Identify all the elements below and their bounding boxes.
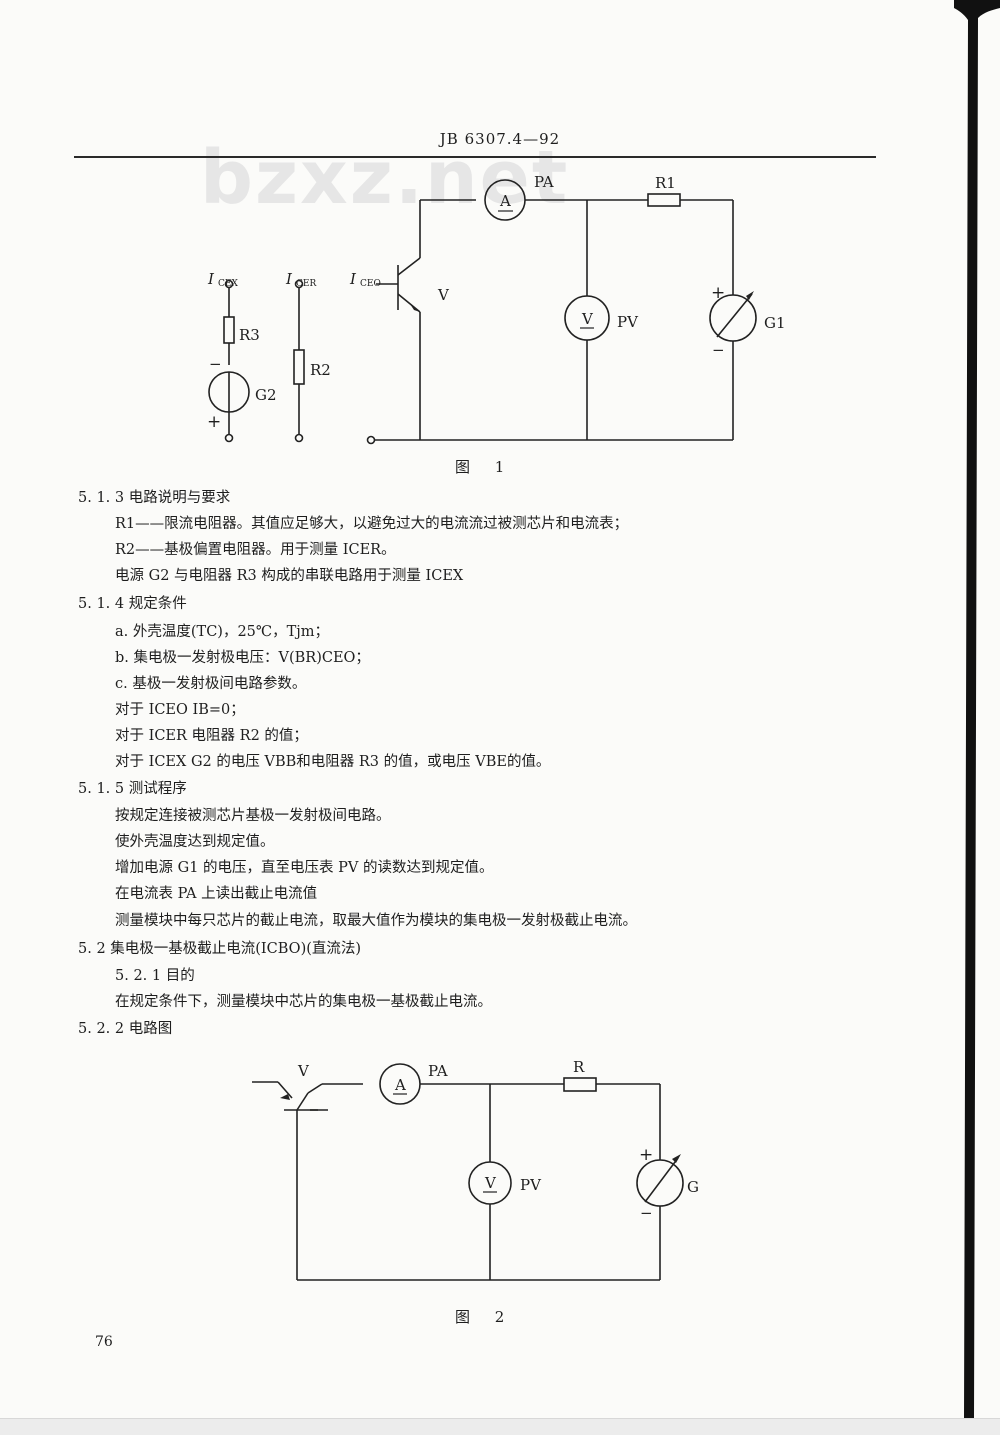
icer-subscript: CER [296, 279, 316, 289]
icex-subscript: CEX [218, 279, 238, 289]
figure-1-circuit: I CEX I CER I CEO R3 − G2 + R2 V A PA R1… [207, 173, 786, 445]
condition-item: c. 基极一发射极间电路参数。 [115, 676, 307, 692]
section-5-1-4-heading: 5. 1. 4 规定条件 [78, 596, 187, 612]
iceo-label: I [349, 270, 357, 288]
g2-label: G2 [255, 386, 277, 404]
procedure-step: 在电流表 PA 上读出截止电流值 [115, 886, 318, 902]
figure-2-circuit: V A PA R V PV + − G [252, 1058, 699, 1281]
section-5-1-3-line: 电源 G2 与电阻器 R3 构成的串联电路用于测量 ICEX [115, 568, 464, 584]
figure-2-caption: 图 2 [455, 1308, 515, 1326]
transistor-v-label: V [297, 1062, 310, 1080]
g1-plus-sign: + [711, 283, 725, 303]
section-5-1-3-heading: 5. 1. 3 电路说明与要求 [78, 490, 231, 506]
transistor-v-label: V [437, 286, 450, 304]
procedure-step: 使外壳温度达到规定值。 [115, 834, 275, 850]
viewer-bottom-bar [0, 1418, 1000, 1435]
section-5-2-heading: 5. 2 集电极一基极截止电流(ICBO)(直流法) [78, 941, 362, 957]
pa-label: PA [534, 173, 554, 191]
page-number: 76 [95, 1334, 113, 1350]
r-label: R [573, 1058, 585, 1076]
pv-label: PV [520, 1176, 542, 1194]
g-label: G [687, 1178, 699, 1196]
g2-minus-sign: − [209, 355, 222, 373]
g-minus-sign: − [640, 1204, 653, 1222]
standard-code-header: JB 6307.4—92 [439, 130, 561, 148]
g2-plus-sign: + [207, 412, 221, 432]
pv-label: PV [617, 313, 639, 331]
pa-label: PA [428, 1062, 448, 1080]
r2-label: R2 [310, 361, 331, 379]
ammeter-a-symbol: A [499, 192, 511, 210]
icer-label: I [285, 270, 293, 288]
section-5-2-1-text: 在规定条件下，测量模块中芯片的集电极一基极截止电流。 [115, 994, 492, 1010]
section-5-1-3-line: R2——基极偏置电阻器。用于测量 ICER。 [115, 542, 396, 558]
figure-1-caption: 图 1 [455, 458, 515, 476]
header-rule [74, 156, 876, 158]
binder-edge [954, 0, 1000, 1420]
g1-minus-sign: − [712, 341, 725, 359]
icex-label: I [207, 270, 215, 288]
section-5-1-5-heading: 5. 1. 5 测试程序 [78, 781, 187, 797]
section-5-1-3-line: R1——限流电阻器。其值应足够大，以避免过大的电流流过被测芯片和电流表； [115, 516, 629, 532]
condition-row: 对于 ICEX G2 的电压 VBB和电阻器 R3 的值，或电压 VBE的值。 [115, 754, 551, 770]
r1-label: R1 [655, 174, 676, 192]
procedure-step: 增加电源 G1 的电压，直至电压表 PV 的读数达到规定值。 [115, 860, 494, 876]
r3-label: R3 [239, 326, 260, 344]
voltmeter-v-symbol: V [581, 310, 594, 328]
section-5-2-1-heading: 5. 2. 1 目的 [115, 968, 195, 984]
procedure-step: 按规定连接被测芯片基极一发射极间电路。 [115, 808, 391, 824]
ammeter-a-symbol: A [394, 1076, 406, 1094]
g1-label: G1 [764, 314, 786, 332]
section-5-2-2-heading: 5. 2. 2 电路图 [78, 1021, 173, 1037]
procedure-step: 测量模块中每只芯片的截止电流，取最大值作为模块的集电极一发射极截止电流。 [115, 913, 637, 929]
g-plus-sign: + [639, 1145, 653, 1165]
condition-item: b. 集电极一发射极电压：V(BR)CEO； [115, 650, 370, 666]
voltmeter-v-symbol: V [484, 1174, 497, 1192]
iceo-subscript: CEO [360, 279, 381, 289]
condition-row: 对于 ICEO IB=0； [115, 702, 245, 718]
condition-item: a. 外壳温度(TC)，25℃，Tjm； [115, 624, 330, 640]
watermark: bzxz.net [200, 135, 570, 221]
condition-row: 对于 ICER 电阻器 R2 的值； [115, 728, 308, 744]
